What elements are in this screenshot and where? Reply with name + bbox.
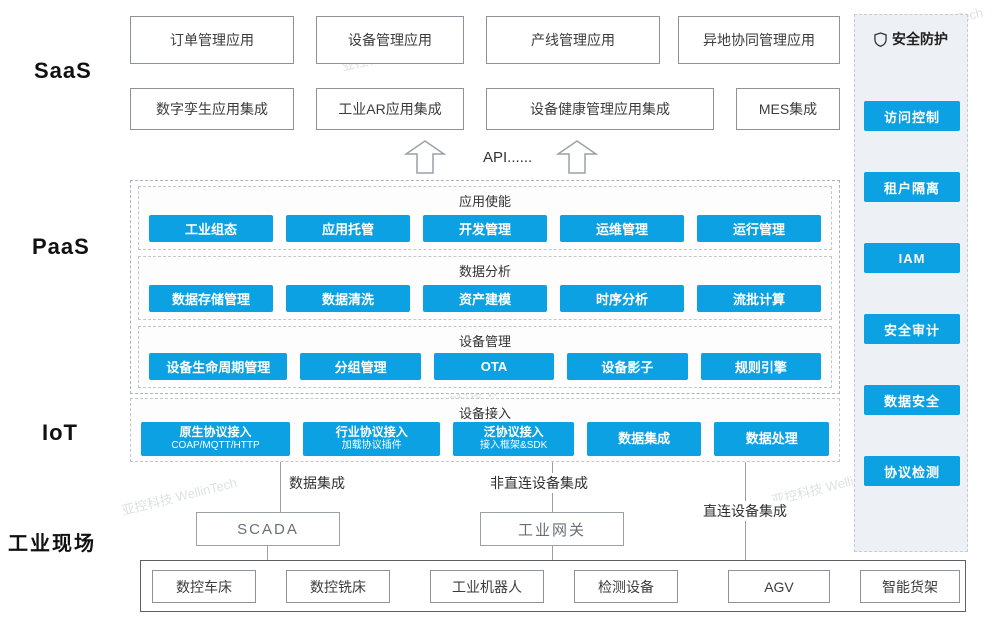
equipment-box: 智能货架 [860,570,960,603]
capability-box: 运维管理 [560,215,684,242]
security-box: 租户隔离 [864,172,960,202]
capability-box: 时序分析 [560,285,684,312]
access-box-label: 数据集成 [618,430,671,446]
access-box: 原生协议接入 COAP/MQTT/HTTP [141,422,290,456]
access-box-label: 泛协议接入 [483,425,544,440]
gateway-box: 工业网关 [480,512,624,546]
shield-icon [874,31,887,47]
capability-box: 分组管理 [300,353,421,380]
capability-box: 流批计算 [697,285,821,312]
security-title: 安全防护 [892,31,948,47]
capability-box: 资产建模 [423,285,547,312]
section-title: 应用使能 [458,194,511,209]
equipment-box: AGV [728,570,830,603]
saas-app-box: 设备管理应用 [316,16,464,64]
access-box-label: 原生协议接入 [179,425,252,440]
saas-integration-box: 设备健康管理应用集成 [486,88,714,130]
connection-label-indirect: 非直连设备集成 [487,473,591,493]
saas-integration-box: MES集成 [736,88,840,130]
equipment-box: 数控铣床 [286,570,390,603]
section-title: 设备管理 [458,334,511,349]
scada-box: SCADA [196,512,340,546]
access-box: 泛协议接入 接入框架&SDK [453,422,574,456]
security-box: 访问控制 [864,101,960,131]
layer-label-paas: PaaS [32,234,90,259]
capability-box: 设备生命周期管理 [149,353,288,380]
paas-section-app-enable: 应用使能 工业组态 应用托管 开发管理 运维管理 运行管理 [138,186,832,250]
api-label: API...... [483,149,533,166]
up-arrow-icon [556,140,598,174]
equipment-box: 工业机器人 [430,570,544,603]
access-box-sub: COAP/MQTT/HTTP [171,440,260,452]
saas-integration-box: 数字孪生应用集成 [130,88,294,130]
capability-box: 开发管理 [423,215,547,242]
saas-integration-box: 工业AR应用集成 [316,88,464,130]
iot-section-device-access: 设备接入 原生协议接入 COAP/MQTT/HTTP 行业协议接入 加载协议插件… [130,398,840,462]
capability-box: OTA [433,353,555,380]
connection-label-data-integration: 数据集成 [286,473,348,493]
access-box: 数据处理 [714,422,829,456]
security-box: 数据安全 [864,385,960,415]
access-box: 数据集成 [586,422,702,456]
equipment-container [140,560,966,612]
connector-line [267,546,268,562]
saas-app-box: 异地协同管理应用 [678,16,840,64]
access-box: 行业协议接入 加载协议插件 [302,422,441,456]
access-box-sub: 加载协议插件 [341,440,402,452]
saas-app-box: 订单管理应用 [130,16,294,64]
security-box: 协议检测 [864,456,960,486]
access-box-label: 数据处理 [745,430,798,446]
up-arrow-icon [404,140,446,174]
capability-box: 数据存储管理 [149,285,273,312]
paas-section-device-mgmt: 设备管理 设备生命周期管理 分组管理 OTA 设备影子 规则引擎 [138,326,832,388]
capability-box: 工业组态 [149,215,273,242]
connector-line [280,462,281,512]
security-panel: 安全防护 访问控制 租户隔离 IAM 安全审计 数据安全 协议检测 [854,14,968,552]
equipment-box: 检测设备 [574,570,678,603]
layer-label-iot: IoT [42,420,78,445]
capability-box: 运行管理 [697,215,821,242]
access-box-sub: 接入框架&SDK [480,440,548,452]
equipment-box: 数控车床 [152,570,256,603]
layer-label-saas: SaaS [34,58,92,83]
security-box: 安全审计 [864,314,960,344]
connector-line [552,546,553,562]
capability-box: 应用托管 [286,215,410,242]
capability-box: 数据清洗 [286,285,410,312]
section-title: 数据分析 [458,264,511,279]
security-title-row: 安全防护 [855,29,967,49]
security-box: IAM [864,243,960,273]
connection-label-direct: 直连设备集成 [700,501,790,521]
section-title: 设备接入 [458,406,511,421]
capability-box: 设备影子 [567,353,688,380]
saas-app-box: 产线管理应用 [486,16,660,64]
capability-box: 规则引擎 [700,353,822,380]
paas-section-data-analysis: 数据分析 数据存储管理 数据清洗 资产建模 时序分析 流批计算 [138,256,832,320]
access-box-label: 行业协议接入 [335,425,408,440]
layer-label-field: 工业现场 [8,533,96,555]
